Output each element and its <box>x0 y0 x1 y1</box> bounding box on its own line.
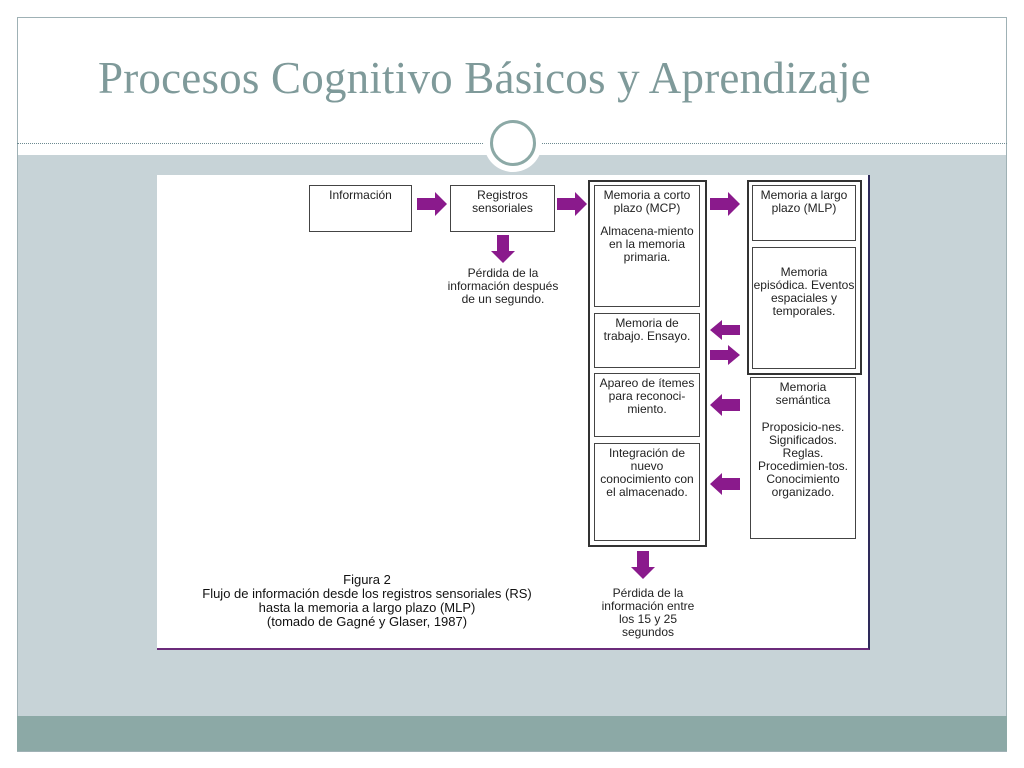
sensory-registers-box: Registros sensoriales <box>450 185 555 232</box>
arrow-right-icon <box>557 192 587 216</box>
sensory-registers-label: Registros sensoriales <box>472 188 533 215</box>
figure-caption: Figura 2 Flujo de información desde los … <box>157 573 577 629</box>
info-label: Información <box>329 188 392 202</box>
episodic-memory-label: Memoria episódica. Eventos espaciales y … <box>753 265 855 318</box>
mlp-box: Memoria a largo plazo (MLP) <box>752 185 856 241</box>
caption-line-4: (tomado de Gagné y Glaser, 1987) <box>266 614 468 629</box>
semantic-memory-body: Proposicio-nes. Significados. Reglas. Pr… <box>757 420 849 499</box>
semantic-memory-title: Memoria semántica <box>775 380 831 407</box>
arrow-right-icon <box>710 192 740 216</box>
arrow-down-icon <box>631 551 655 579</box>
arrow-left-icon <box>710 320 740 340</box>
recognition-box: Apareo de ítemes para reconoci-miento. <box>594 373 700 437</box>
arrow-left-icon <box>710 473 740 495</box>
info-box: Información <box>309 185 412 232</box>
mcp-column <box>588 180 707 547</box>
mcp-box: Memoria a corto plazo (MCP) Almacena-mie… <box>594 185 700 307</box>
caption-line-3: hasta la memoria a largo plazo (MLP) <box>258 600 476 615</box>
slide-title: Procesos Cognitivo Básicos y Aprendizaje <box>98 53 871 103</box>
episodic-memory-box: Memoria episódica. Eventos espaciales y … <box>752 247 856 369</box>
mcp-title: Memoria a corto plazo (MCP) <box>603 188 691 215</box>
mlp-title: Memoria a largo plazo (MLP) <box>760 188 848 215</box>
integration-box: Integración de nuevo conocimiento con el… <box>594 443 700 541</box>
arrow-right-icon <box>710 345 740 365</box>
recognition-label: Apareo de ítemes para reconoci-miento. <box>599 376 695 416</box>
arrow-left-icon <box>710 394 740 416</box>
divider-ornament-ring <box>490 120 536 166</box>
loss-sensory-text: Pérdida de la información después de un … <box>447 266 559 306</box>
loss-mcp-text: Pérdida de la información entre los 15 y… <box>601 586 695 639</box>
mlp-column <box>747 180 862 375</box>
caption-line-1: Figura 2 <box>343 572 391 587</box>
flow-diagram: Información Registros sensoriales Pérdid… <box>157 175 870 650</box>
footer-band <box>17 716 1007 751</box>
working-memory-label: Memoria de trabajo. Ensayo. <box>603 316 691 343</box>
arrow-right-icon <box>417 192 447 216</box>
semantic-memory-box: Memoria semántica Proposicio-nes. Signif… <box>750 377 856 539</box>
caption-line-2: Flujo de información desde los registros… <box>202 586 532 601</box>
arrow-down-icon <box>491 235 515 263</box>
integration-label: Integración de nuevo conocimiento con el… <box>600 446 694 499</box>
mcp-storage-text: Almacena-miento en la memoria primaria. <box>600 224 694 264</box>
working-memory-box: Memoria de trabajo. Ensayo. <box>594 313 700 368</box>
